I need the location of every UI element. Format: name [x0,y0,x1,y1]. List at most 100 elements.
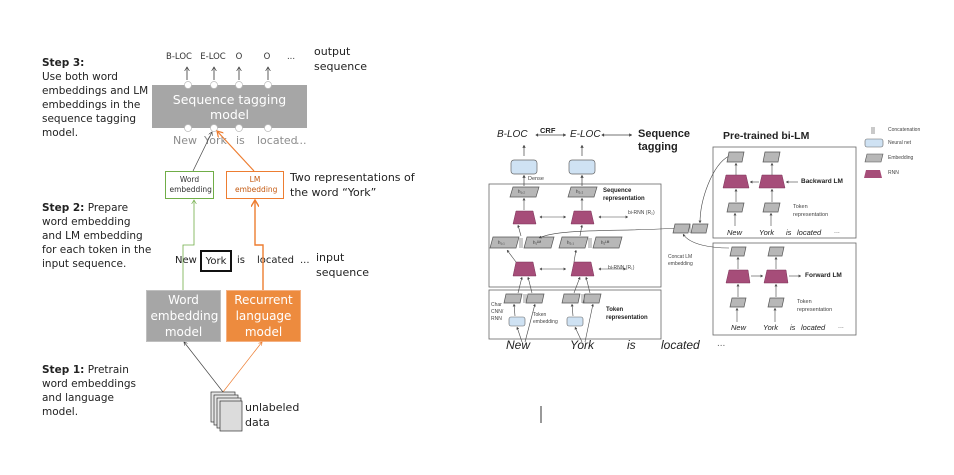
concat-lm-embeddings [672,223,709,234]
level1-embeddings [489,236,623,249]
token-embedding-label: Token embedding [533,312,558,325]
backward-lm-rnn-cells [722,174,786,189]
input-token-ellipsis: ... [300,255,310,266]
pretrained-bilm-title: Pre-trained bi-LM [723,130,810,142]
birnn-r1-label: bi-RNN (R₁) [608,265,635,271]
bwd-word-is: is [786,228,792,237]
step3-body: Use both word embeddings and LM embeddin… [42,71,149,139]
bwd-word-new: New [727,228,743,237]
fwd-word-is: is [790,323,796,332]
embedding-icon [864,153,884,163]
output-tag: O [263,52,271,62]
output-arrows [187,67,268,80]
bottom-word-york: York [570,338,595,352]
step1-title: Step 1: [42,364,85,376]
legend-concatenation-label: Concatenation [888,127,921,133]
lm-embedding-label: LM embedding [235,175,278,194]
forward-token-repr-label: Token representation [797,299,833,313]
token-is-gray: is [236,134,245,147]
h22-label: h₂,₂ [576,189,584,194]
recurrent-language-model-label: Recurrent language model [234,293,293,339]
forward-lm-frame [712,242,857,336]
step1-body: Pretrain word embeddings and language mo… [42,364,136,418]
step2-body: Prepare word embedding and LM embedding … [42,202,152,270]
fwd-word-york: York [763,323,779,332]
token-located-gray: located [257,134,298,147]
bwd-word-located: located [797,228,822,237]
char-cnn-box-2 [566,316,584,327]
input-sequence-label: input sequence [316,251,370,279]
fwd-word-located: located [801,323,826,332]
input-token-is: is [237,255,245,266]
token-ellipsis-gray: ... [296,134,307,147]
legend-embedding-label: Embedding [888,155,914,161]
step2-title: Step 2: [42,202,85,214]
backward-lm-frame [712,146,857,239]
sequence-representation-frame [488,183,662,288]
output-tag: ... [286,52,296,62]
word-emb-to-tagger-arrow [192,132,212,172]
neural-net-icon [864,138,884,148]
lm-model-to-embedding-arrow [255,200,264,290]
word-model-to-embedding-arrow [182,200,194,290]
rnn-r1-cells [512,261,595,277]
step3-text: Step 3: Use both word embeddings and LM … [42,56,152,140]
document-stack-icon [210,391,243,432]
word-embedding-label: Word embedding [169,175,212,194]
token-representation-label: Token representation [606,307,648,321]
forward-lm-rnn-cells [725,269,789,284]
input-token-york: York [205,255,227,267]
legend-neural-net-label: Neural net [888,140,912,146]
output-sequence-label: output sequence [314,45,368,73]
step2-text: Step 2: Prepare word embedding and LM em… [42,201,152,271]
tag-b-loc: B-LOC [497,129,528,140]
backward-token-repr-label: Token representation [793,204,829,218]
rnn-r2-cells [512,210,595,225]
h12-label: h₁,₂ [518,189,526,194]
legend-icons [864,127,884,178]
two-representations-label: Two representations of the word “York” [290,171,415,199]
bwd-word-ellipsis: ... [834,228,840,235]
h11-label: h₁,₁ [498,240,505,245]
crf-label: CRF [540,126,556,135]
forward-lm-embeddings [729,246,785,308]
output-tag: E-LOC [200,52,226,62]
token-new-gray: New [173,134,197,147]
bottom-word-located: located [661,338,700,352]
sequence-tagging-model-label: Sequence tagging model [172,91,287,122]
char-cnn-box-1 [508,316,526,327]
tag-e-loc: E-LOC [570,129,601,140]
dense-label: Dense [528,176,544,182]
unlabeled-data-label: unlabeled data [245,401,300,429]
sequence-tagging-label: Sequence tagging [638,128,690,153]
h21-label: h₂,₁ [567,240,575,245]
birnn-r2-label: bi-RNN (R₂) [628,210,655,216]
bottom-word-new: New [506,338,531,352]
token-embeddings [503,293,602,304]
word-embedding-box: Word embedding [165,171,214,199]
step3-title: Step 3: [42,57,85,69]
rnn-icon [864,170,882,178]
model-io-circles [184,81,272,132]
word-embedding-model-box: Word embedding model [146,290,221,342]
data-to-word-model-arrow [184,342,224,393]
word-embedding-model-label: Word embedding model [150,293,219,339]
step1-text: Step 1: Pretrain word embeddings and lan… [42,363,152,419]
h1lm-label: h₁ᴸᴹ [533,240,541,245]
input-token-located: located [257,255,294,266]
legend-rnn-label: RNN [888,170,899,176]
backward-lm-embeddings [726,151,781,213]
dense-box-1 [510,159,538,175]
fwd-word-ellipsis: ... [838,323,844,330]
dense-box-2 [568,159,596,175]
input-token-york-highlighted: York [200,250,232,272]
backward-lm-label: Backward LM [801,178,843,185]
bottom-word-is: is [627,338,636,352]
sequence-embeddings [509,186,598,198]
lm-embedding-box: LM embedding [226,171,284,199]
lm-emb-to-tagger-arrow [217,131,255,172]
sequence-tagging-model-box: Sequence tagging model [152,85,307,128]
bottom-word-ellipsis: ... [717,338,726,349]
